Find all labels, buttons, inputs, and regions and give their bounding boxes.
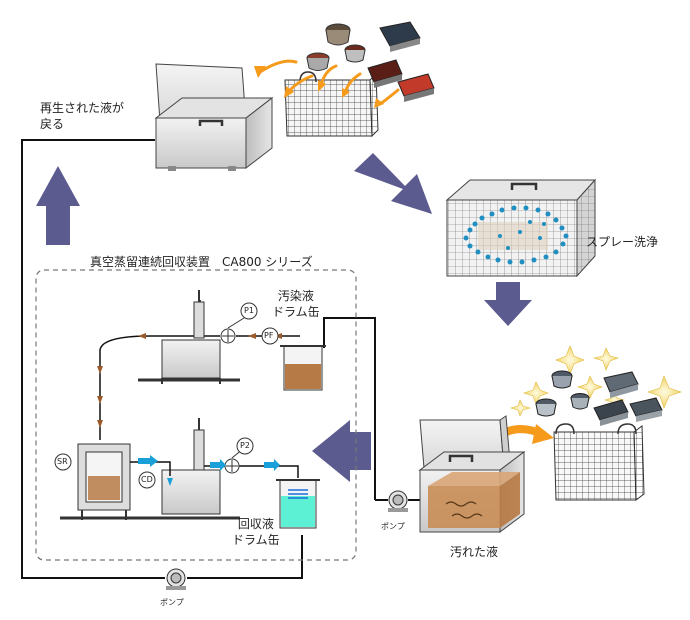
contaminated-drum-label: 汚染液 ドラム缶 <box>272 289 320 319</box>
sparkles <box>509 345 682 417</box>
spray-wash-label: スプレー洗浄 <box>586 235 659 249</box>
pump-right-label: ポンプ <box>381 522 405 531</box>
basket-clean <box>553 423 645 501</box>
lower-section <box>60 418 299 520</box>
contaminated-drum <box>280 345 326 391</box>
pump-bottom-label: ポンプ <box>160 598 184 607</box>
dirty-parts <box>306 21 435 102</box>
clean-parts <box>535 370 663 426</box>
p2-label: P2 <box>240 441 250 450</box>
basket-top <box>284 71 379 138</box>
arrow-down-icon <box>484 282 532 326</box>
orange-arrows-top <box>258 59 400 106</box>
dirty-liquid-label: 汚れた液 <box>450 545 499 559</box>
regenerated-return-label: 再生された液が 戻る <box>40 101 125 131</box>
system-boundary <box>35 269 357 561</box>
pump-right-icon <box>388 490 408 512</box>
recovery-drum-label: 回収液 ドラム缶 <box>232 517 280 547</box>
upper-evaporator <box>138 290 240 384</box>
arrow-left-icon <box>312 420 371 482</box>
sr-label: SR <box>57 457 68 466</box>
cd-label: CD <box>141 475 153 484</box>
instrument-circles <box>54 302 279 489</box>
pump-bottom-icon <box>166 568 186 590</box>
spray-washer <box>445 178 597 278</box>
recovery-drum <box>276 479 320 529</box>
p1-label: P1 <box>244 306 254 315</box>
dirty-washer <box>418 415 526 533</box>
arrow-diagonal-icon <box>354 153 432 214</box>
arrow-up-icon <box>36 166 80 245</box>
cyan-flow <box>138 455 280 486</box>
valve-upper-icon <box>220 317 245 344</box>
pf-label: PF <box>264 331 274 340</box>
washer-top <box>154 63 274 171</box>
system-title: 真空蒸留連続回収装置 CA800 シリーズ <box>90 255 313 269</box>
return-pipe <box>21 139 303 579</box>
